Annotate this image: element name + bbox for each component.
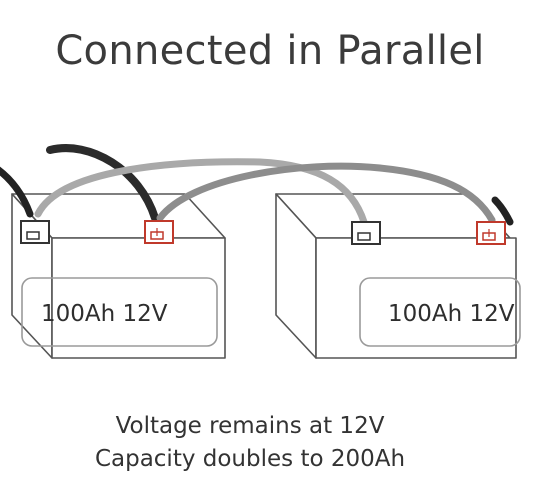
battery-2 — [275, 193, 521, 359]
battery-2-label: 100Ah 12V — [388, 301, 515, 327]
terminal-positive-icon — [144, 220, 174, 244]
battery-1-label: 100Ah 12V — [41, 301, 168, 327]
battery-2-positive-lead — [491, 196, 514, 226]
caption-voltage: Voltage remains at 12V — [115, 413, 385, 439]
positive-jumper-cable — [156, 162, 496, 224]
battery-2-label-plate — [359, 277, 521, 347]
caption-capacity: Capacity doubles to 200Ah — [94, 446, 406, 472]
main-positive-cable — [46, 144, 159, 222]
cables — [0, 144, 514, 226]
terminal-positive-icon — [476, 221, 506, 245]
parallel-wiring-diagram — [0, 144, 521, 359]
negative-jumper-cable — [34, 158, 368, 226]
battery-1-label-plate — [21, 277, 218, 347]
terminal-negative-icon — [20, 220, 50, 244]
main-negative-cable — [0, 166, 34, 218]
diagram-canvas: Connected in Parallel — [0, 28, 521, 472]
battery-1 — [11, 193, 226, 359]
battery-2-front — [315, 237, 517, 359]
battery-1-front — [51, 237, 226, 359]
diagram-title: Connected in Parallel — [55, 28, 485, 74]
terminal-negative-icon — [351, 221, 381, 245]
